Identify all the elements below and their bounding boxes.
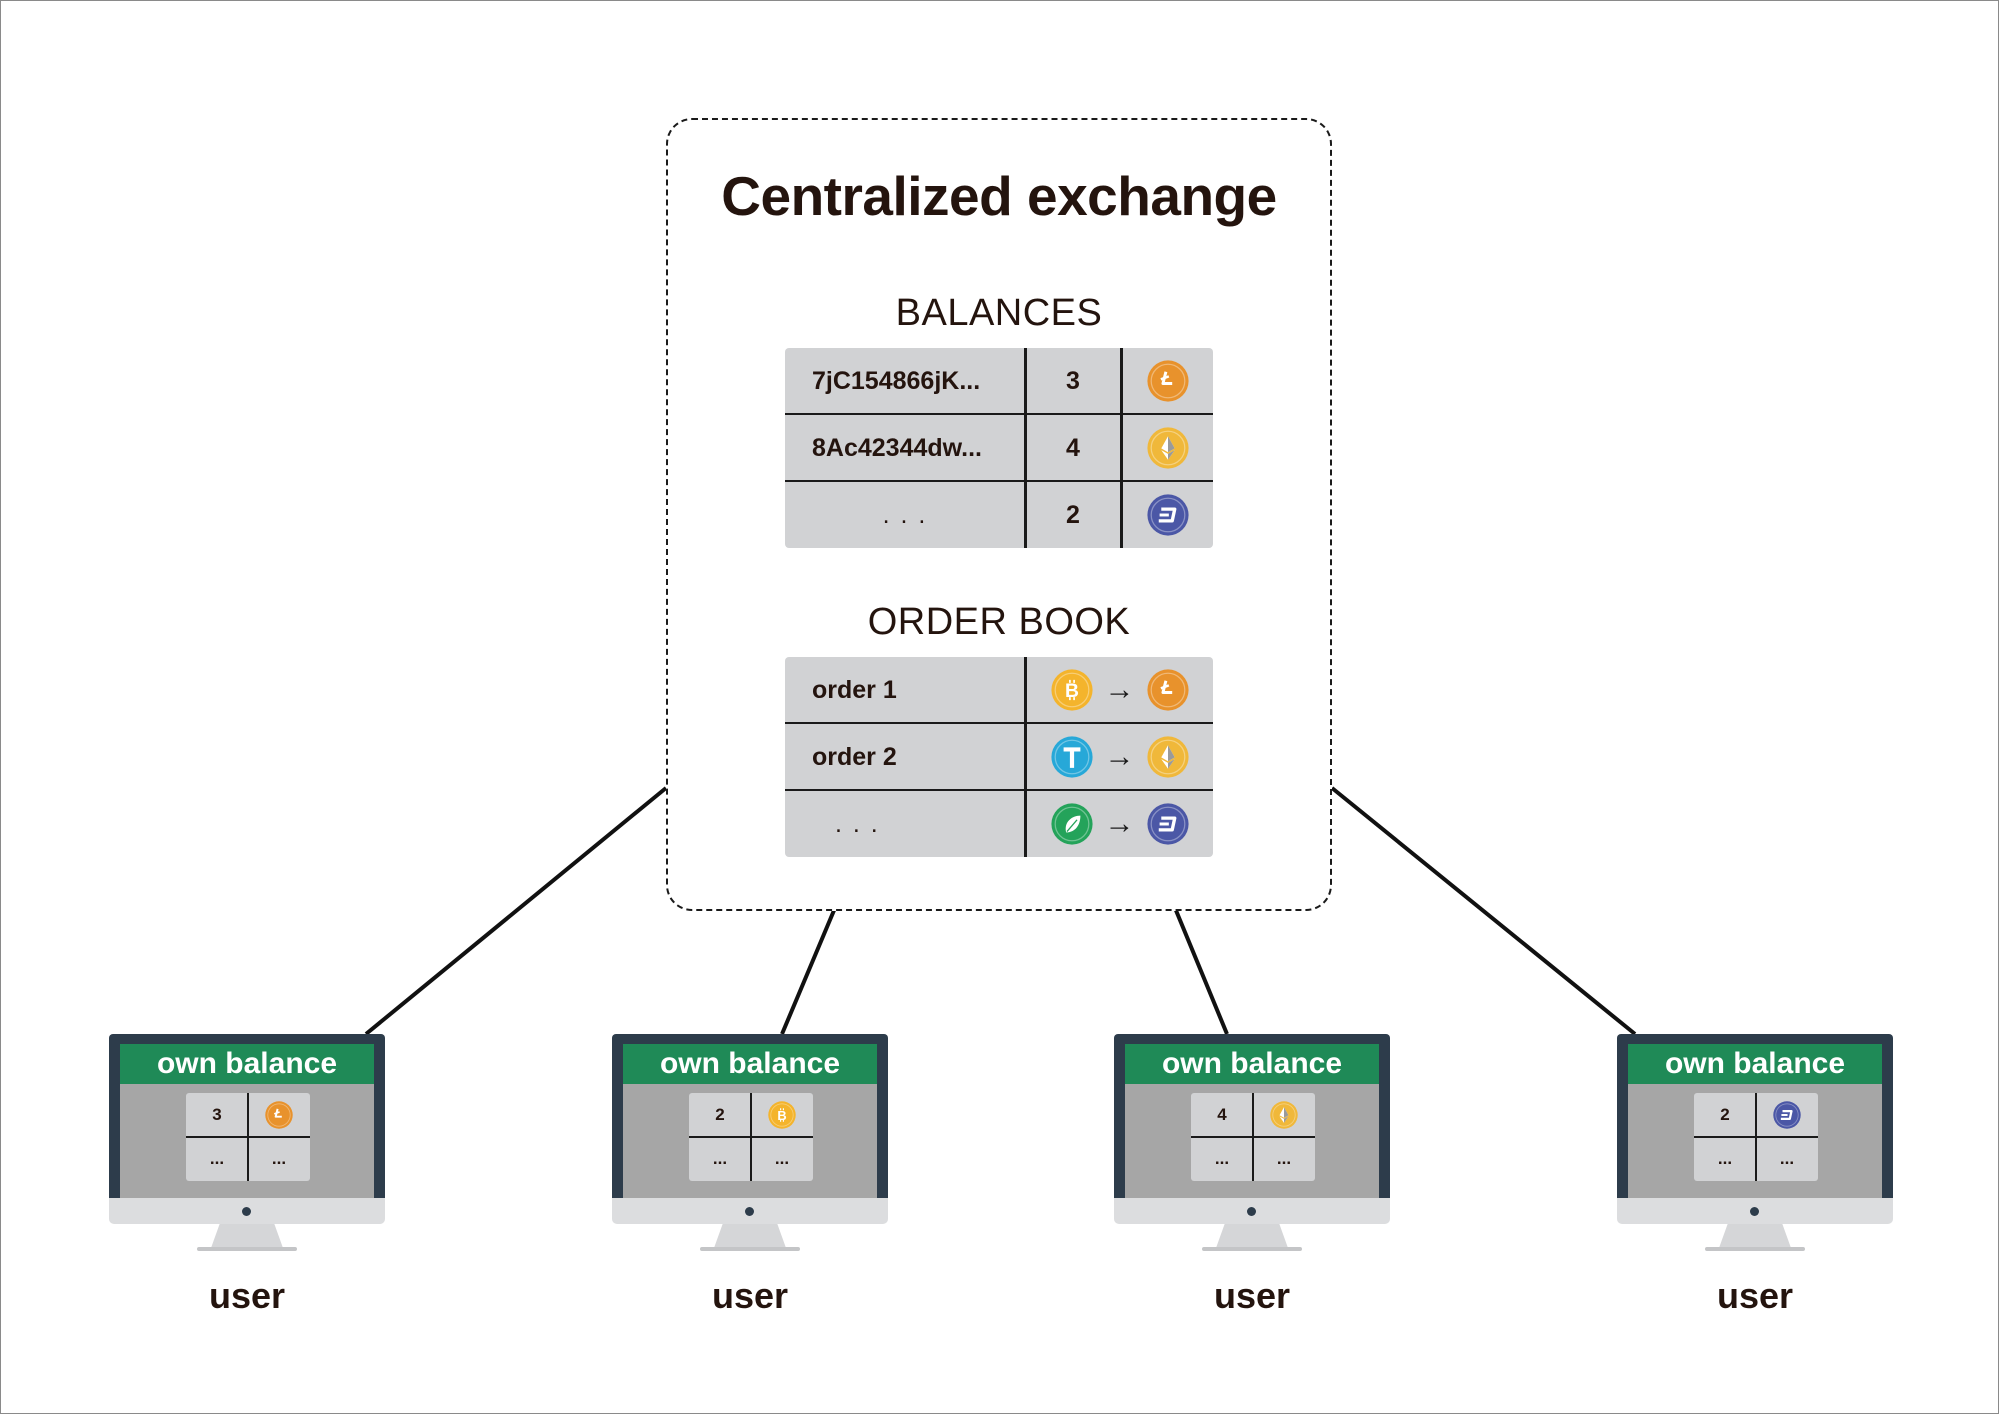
arrow-icon: → bbox=[1104, 740, 1135, 773]
user-label: user bbox=[1716, 1275, 1794, 1316]
exchange-title: Centralized exchange bbox=[721, 165, 1277, 227]
own-balance-more: ... bbox=[209, 1149, 225, 1168]
monitor-stand bbox=[1719, 1224, 1791, 1248]
monitor-chin bbox=[1617, 1198, 1893, 1224]
arrow-icon: → bbox=[1104, 807, 1135, 840]
monitor-bezel: own balance 4 ... ... bbox=[1114, 1034, 1390, 1198]
monitor-foot bbox=[1705, 1247, 1805, 1251]
balance-address: 7jC154866jK... bbox=[812, 366, 981, 395]
own-balance-amount: 4 bbox=[1217, 1105, 1227, 1124]
monitor-bezel: own balance 2 B ... ... bbox=[612, 1034, 888, 1198]
power-dot-icon bbox=[1750, 1207, 1759, 1216]
own-balance-table: 3 ... ... bbox=[186, 1093, 310, 1181]
monitor-bezel: own balance 2 ... ... bbox=[1617, 1034, 1893, 1198]
litecoin-icon bbox=[265, 1101, 293, 1129]
balances-row: 8Ac42344dw... 4 bbox=[785, 413, 1213, 481]
centralized-exchange-box: Centralized exchange BALANCES 7jC154866j… bbox=[666, 118, 1332, 911]
balance-amount: 4 bbox=[1066, 433, 1080, 462]
monitor-screen: own balance 3 ... ... bbox=[120, 1044, 374, 1198]
own-balance-more: ... bbox=[1779, 1149, 1795, 1168]
svg-text:B: B bbox=[1065, 681, 1079, 702]
own-balance-more: ... bbox=[1214, 1149, 1230, 1168]
dash-icon bbox=[1146, 494, 1189, 536]
arrow-icon: → bbox=[1104, 673, 1135, 706]
power-dot-icon bbox=[1247, 1207, 1256, 1216]
order-label: order 2 bbox=[812, 742, 897, 771]
own-balance-more: ... bbox=[1276, 1149, 1292, 1168]
litecoin-icon bbox=[1146, 360, 1189, 402]
own-balance-header: own balance bbox=[1628, 1044, 1882, 1084]
own-balance-amount: 2 bbox=[1720, 1105, 1730, 1124]
monitor-screen: own balance 2 B ... ... bbox=[623, 1044, 877, 1198]
ethereum-icon bbox=[1146, 736, 1189, 778]
litecoin-icon bbox=[1146, 669, 1189, 711]
dash-icon bbox=[1146, 803, 1189, 845]
balances-row: . . . 2 bbox=[785, 480, 1213, 548]
balance-amount: 2 bbox=[1066, 500, 1080, 529]
own-balance-table: 2 ... ... bbox=[1694, 1093, 1818, 1181]
own-balance-table: 2 B ... ... bbox=[689, 1093, 813, 1181]
dash-icon bbox=[1773, 1101, 1801, 1129]
order-label: . . . bbox=[835, 809, 880, 838]
svg-text:B: B bbox=[777, 1108, 786, 1123]
own-balance-amount: 3 bbox=[212, 1105, 222, 1124]
connector-line-user-2 bbox=[780, 907, 837, 1035]
bitcoin-icon: B bbox=[768, 1101, 796, 1129]
own-balance-more: ... bbox=[271, 1149, 287, 1168]
own-balance-header: own balance bbox=[120, 1044, 374, 1084]
balance-amount: 3 bbox=[1066, 366, 1080, 395]
power-dot-icon bbox=[242, 1207, 251, 1216]
own-balance-more: ... bbox=[712, 1149, 728, 1168]
balance-address: 8Ac42344dw... bbox=[812, 433, 983, 462]
order-label: order 1 bbox=[812, 675, 897, 704]
order-row: order 1 B → bbox=[785, 657, 1213, 723]
user-monitor-2: own balance 2 B ... ... bbox=[612, 1034, 888, 1256]
order-book-title: ORDER BOOK bbox=[867, 601, 1131, 643]
bitcoin-icon: B bbox=[1050, 669, 1093, 711]
monitor-stand bbox=[211, 1224, 283, 1248]
monitor-foot bbox=[700, 1247, 800, 1251]
monitor-screen: own balance 4 ... ... bbox=[1125, 1044, 1379, 1198]
monitor-chin bbox=[1114, 1198, 1390, 1224]
balances-table: 7jC154866jK... 3 8Ac42344dw... 4 . . . 2 bbox=[785, 348, 1213, 548]
monitor-screen: own balance 2 ... ... bbox=[1628, 1044, 1882, 1198]
own-balance-header: own balance bbox=[623, 1044, 877, 1084]
power-dot-icon bbox=[745, 1207, 754, 1216]
monitor-bezel: own balance 3 ... ... bbox=[109, 1034, 385, 1198]
own-balance-more: ... bbox=[774, 1149, 790, 1168]
order-book-table: order 1 B → order 2 → . . . → bbox=[785, 657, 1213, 857]
order-row: order 2 → bbox=[785, 722, 1213, 790]
user-monitor-1: own balance 3 ... ... bbox=[109, 1034, 385, 1256]
monitor-chin bbox=[109, 1198, 385, 1224]
ethereum-icon bbox=[1270, 1101, 1298, 1129]
balance-address: . . . bbox=[882, 500, 928, 529]
tether-icon bbox=[1050, 736, 1093, 778]
user-monitor-4: own balance 2 ... ... bbox=[1617, 1034, 1893, 1256]
own-balance-header: own balance bbox=[1125, 1044, 1379, 1084]
monitor-stand bbox=[1216, 1224, 1288, 1248]
monitor-foot bbox=[1202, 1247, 1302, 1251]
user-label: user bbox=[711, 1275, 789, 1316]
user-label: user bbox=[208, 1275, 286, 1316]
connector-line-user-3 bbox=[1173, 907, 1229, 1035]
user-monitor-3: own balance 4 ... ... bbox=[1114, 1034, 1390, 1256]
connector-line-user-4 bbox=[1330, 786, 1637, 1036]
monitor-stand bbox=[714, 1224, 786, 1248]
balances-row: 7jC154866jK... 3 bbox=[785, 348, 1213, 414]
own-balance-more: ... bbox=[1717, 1149, 1733, 1168]
own-balance-table: 4 ... ... bbox=[1191, 1093, 1315, 1181]
ethereum-icon bbox=[1146, 427, 1189, 469]
monitor-foot bbox=[197, 1247, 297, 1251]
order-row: . . . → bbox=[785, 789, 1213, 857]
own-balance-amount: 2 bbox=[715, 1105, 725, 1124]
balances-title: BALANCES bbox=[895, 292, 1103, 334]
user-label: user bbox=[1213, 1275, 1291, 1316]
monitor-chin bbox=[612, 1198, 888, 1224]
leaf-coin-icon bbox=[1050, 803, 1093, 845]
connector-line-user-1 bbox=[364, 786, 668, 1036]
